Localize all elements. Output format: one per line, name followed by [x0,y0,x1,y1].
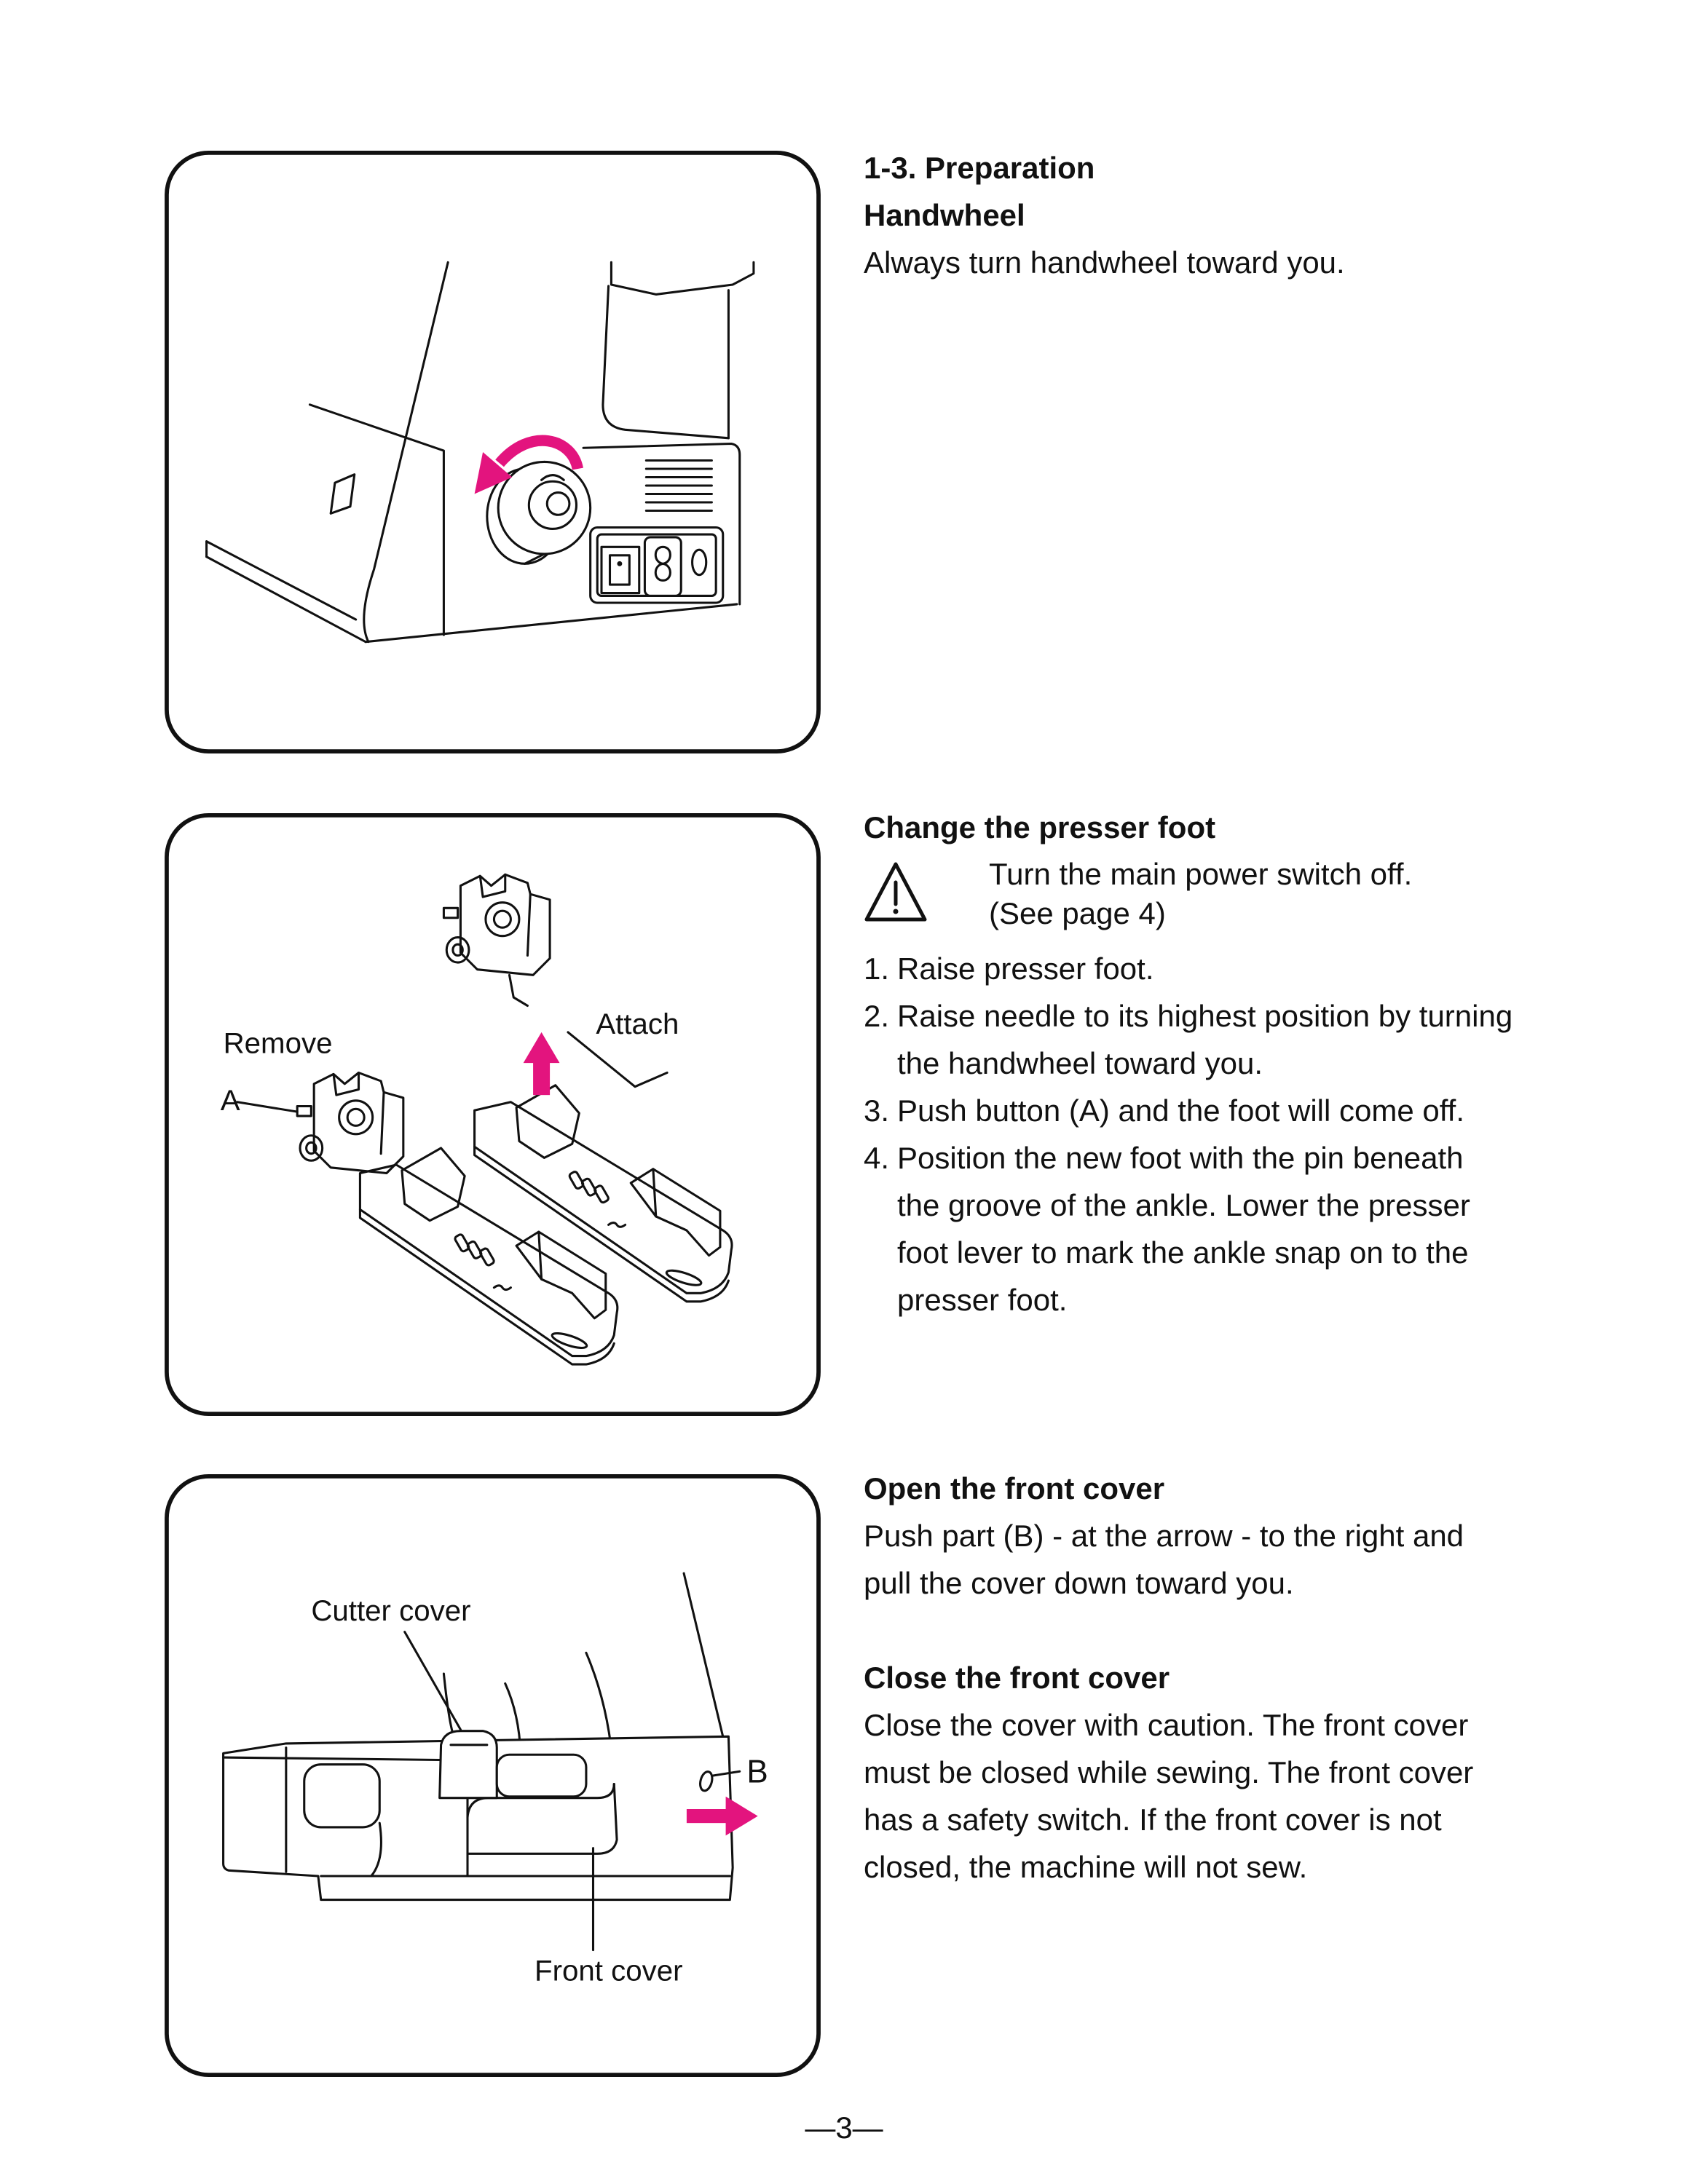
step-number: 4. [864,1141,890,1175]
warning-line: Turn the main power switch off. [989,857,1413,891]
vent-grille [644,459,713,513]
step-2: 2. Raise needle to its highest position … [864,992,1513,1087]
step-text-line: presser foot. [897,1283,1068,1317]
lift-arrow [523,1032,560,1096]
side-latch [329,473,356,515]
step-text-line: Raise needle to its highest position by … [897,999,1513,1033]
part-b-label: B [746,1754,768,1790]
ankle-holder [296,1071,405,1175]
ankle-holder [442,873,551,976]
foot-control-jack [691,548,708,577]
presser-foot-heading: Change the presser foot [864,810,1216,844]
machine-side-view [205,261,755,644]
cutter-cover [438,1730,498,1800]
front-cover-illustration: Cutter cover B Front cover [165,1474,821,2077]
label-leaders [403,1631,741,1952]
step-number: 2. [864,999,890,1033]
figure-frame [165,813,821,1416]
figure-frame [165,151,821,753]
top-block [495,1753,588,1798]
figure-frame [165,1474,821,2077]
preparation-section: 1-3. Preparation Handwheel Always turn h… [864,144,1345,286]
attached-presser-foot [442,873,733,1303]
power-switch [600,545,641,595]
open-cover-heading: Open the front cover [864,1471,1165,1506]
power-switch-panel [589,526,725,604]
handwheel-figure [165,151,821,753]
step-text-line: the groove of the ankle. Lower the press… [897,1188,1470,1222]
step-text-line: Raise presser foot. [897,951,1154,986]
left-cover-grip [303,1763,381,1829]
step-number: 1. [864,951,890,986]
warning-triangle-icon [864,862,927,922]
step-number: 3. [864,1093,890,1128]
label-leaders [236,1031,669,1113]
section-title: 1-3. Preparation [864,151,1095,185]
power-socket [643,536,682,597]
cutter-cover-label: Cutter cover [311,1594,470,1627]
presser-foot-figure: Remove Attach A [165,813,821,1416]
removed-presser-foot [296,1071,619,1366]
close-cover-line: must be closed while sewing. The front c… [864,1755,1474,1789]
close-cover-line: closed, the machine will not sew. [864,1850,1308,1884]
step-1: 1. Raise presser foot. [864,945,1513,992]
paragraph-gap [864,1607,1473,1654]
push-right-arrow [686,1796,758,1836]
presser-foot-illustration: Remove Attach A [165,813,821,1416]
handwheel-illustration [165,151,821,753]
step-4: 4. Position the new foot with the pin be… [864,1134,1513,1324]
part-b-latch [699,1770,714,1792]
page-number: —3— [805,2110,883,2145]
open-cover-line: Push part (B) - at the arrow - to the ri… [864,1519,1464,1553]
front-cover-figure: Cutter cover B Front cover [165,1474,821,2077]
warning-message: Turn the main power switch off. (See pag… [989,855,1412,933]
handwheel [486,460,592,565]
step-text-line: the handwheel toward you. [897,1046,1263,1080]
rotation-arrow [474,435,583,494]
step-text-line: Position the new foot with the pin benea… [897,1141,1464,1175]
attach-label: Attach [596,1008,679,1040]
close-cover-line: has a safety switch. If the front cover … [864,1803,1442,1837]
remove-label: Remove [224,1027,333,1060]
button-a-label: A [221,1084,240,1117]
step-text-line: foot lever to mark the ankle snap on to … [897,1235,1469,1270]
front-cover-label: Front cover [535,1955,683,1987]
close-cover-line: Close the cover with caution. The front … [864,1708,1469,1742]
presser-foot-steps: 1. Raise presser foot. 2. Raise needle t… [864,945,1513,1324]
step-text-line: Push button (A) and the foot will come o… [897,1093,1464,1128]
front-cover-section: Open the front cover Push part (B) - at … [864,1465,1473,1891]
handwheel-heading: Handwheel [864,198,1025,232]
handwheel-instruction: Always turn handwheel toward you. [864,245,1345,280]
open-cover-line: pull the cover down toward you. [864,1566,1294,1600]
step-3: 3. Push button (A) and the foot will com… [864,1087,1513,1134]
close-cover-heading: Close the front cover [864,1661,1170,1695]
warning-line: (See page 4) [989,896,1166,930]
